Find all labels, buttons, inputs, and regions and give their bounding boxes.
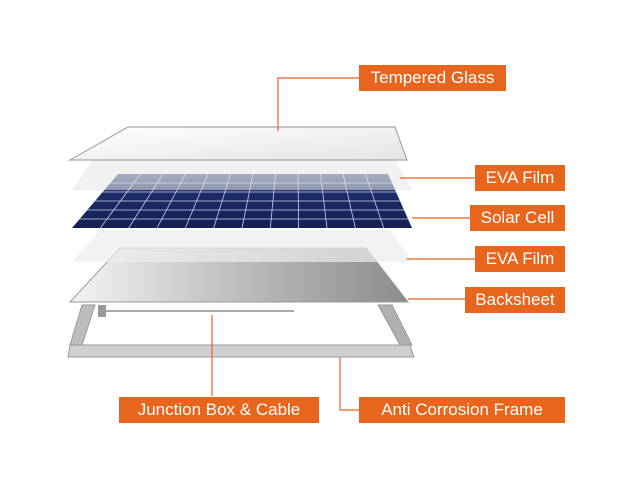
label-eva-film-bottom: EVA Film [475, 246, 565, 272]
leader-lines [211, 77, 475, 411]
tempered-glass-layer [67, 126, 408, 161]
anti-corrosion-frame [67, 304, 415, 358]
label-solar-cell: Solar Cell [470, 205, 565, 231]
label-tempered-glass: Tempered Glass [359, 65, 506, 91]
label-anti-corrosion-frame: Anti Corrosion Frame [359, 397, 565, 423]
label-backsheet: Backsheet [465, 287, 565, 313]
label-junction-box-cable: Junction Box & Cable [119, 397, 319, 423]
label-eva-film-top: EVA Film [475, 165, 565, 191]
eva-film-bottom-layer [72, 230, 412, 262]
junction-box [98, 305, 106, 317]
